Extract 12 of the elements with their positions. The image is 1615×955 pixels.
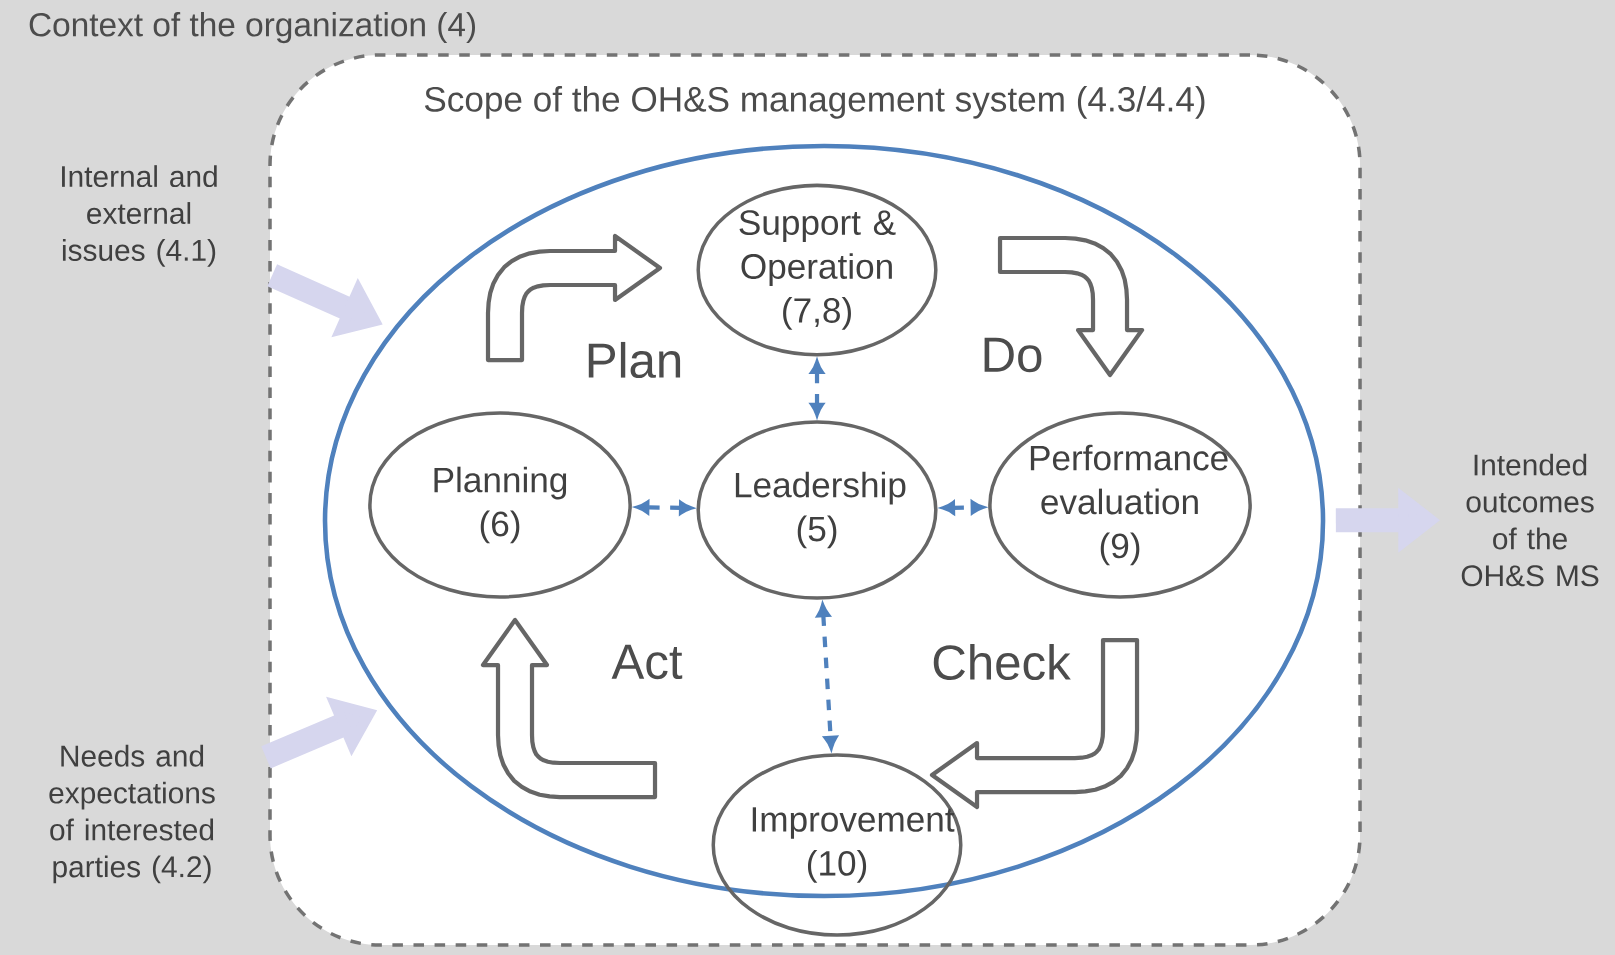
edge-label: Act	[611, 644, 683, 680]
block-arrow	[929, 637, 1140, 810]
input-text: Needs and expectations of interested parties (4.2)	[49, 744, 215, 884]
edge-label: Do	[984, 337, 1042, 373]
block-arrow	[997, 235, 1145, 378]
input-text: Intended outcomes of the OH&S MS	[1461, 453, 1599, 587]
block-arrow	[480, 617, 658, 800]
edge-label: Check	[933, 643, 1071, 681]
block-arrow	[485, 233, 663, 363]
edge-label: Plan	[588, 341, 681, 379]
input-text: Internal and external issues (4.1)	[62, 165, 217, 267]
scope-ellipse	[322, 143, 1326, 899]
